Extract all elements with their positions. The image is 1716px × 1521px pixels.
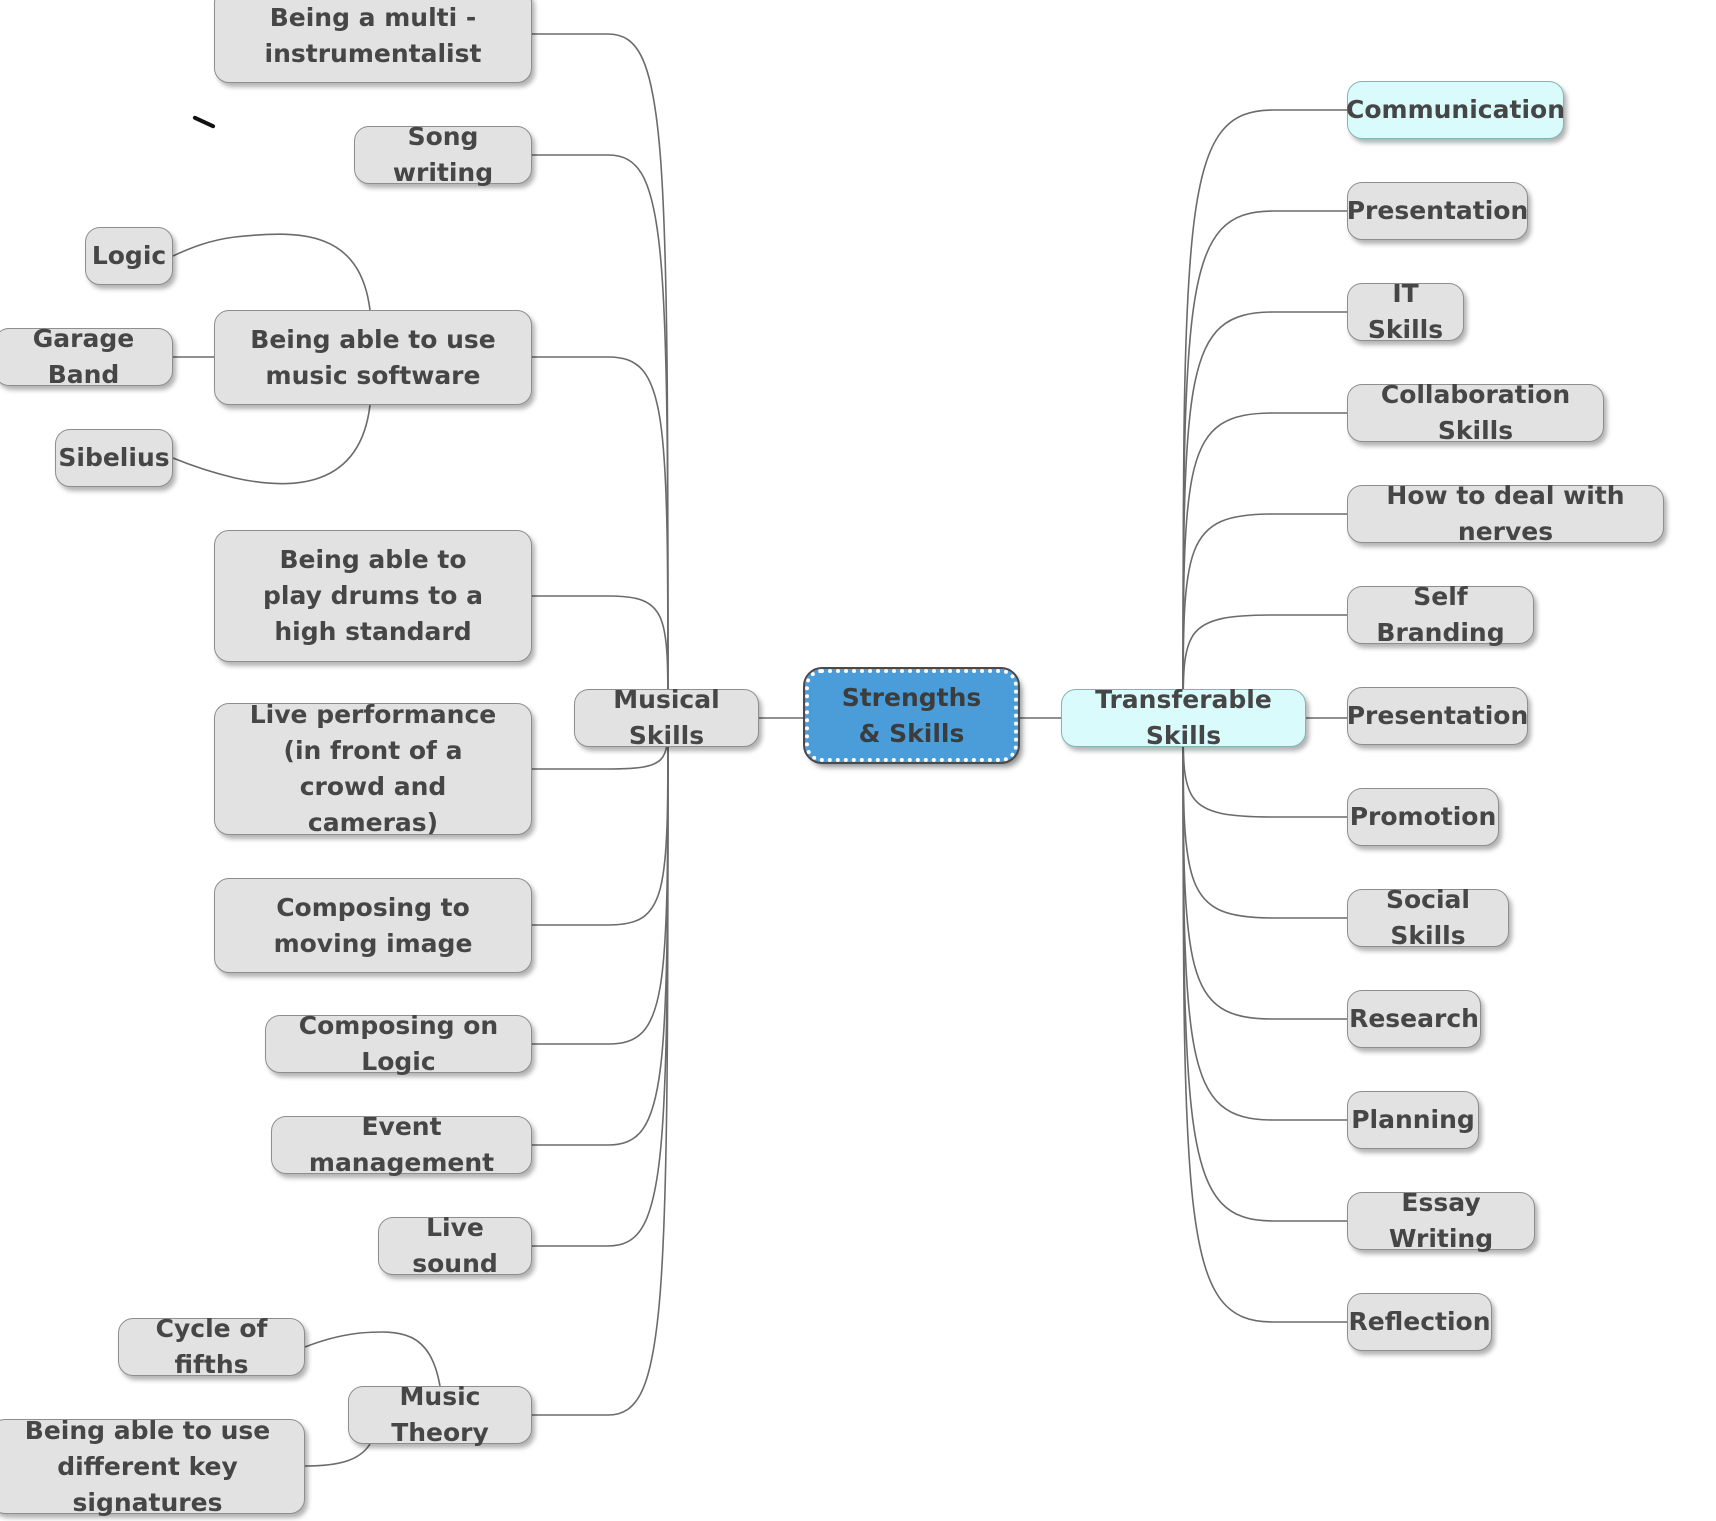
node-presentation-2[interactable]: Presentation <box>1347 687 1528 745</box>
edge-t2 <box>1182 311 1347 719</box>
node-song-writing[interactable]: Song writing <box>354 122 532 187</box>
node-communication[interactable]: Communication <box>1346 81 1565 139</box>
node-composing-on-logic[interactable]: Composing on Logic <box>265 1011 532 1076</box>
node-live-performance[interactable]: Live performance (in front of a crowd an… <box>214 700 532 837</box>
node-research[interactable]: Research <box>1347 990 1481 1048</box>
node-composing-moving-image[interactable]: Composing to moving image <box>214 878 532 973</box>
central-topic[interactable]: Strengths & Skills <box>803 667 1020 764</box>
node-multi-instrumentalist[interactable]: Being a multi - instrumentalist <box>214 0 532 83</box>
node-social-skills[interactable]: Social Skills <box>1347 885 1509 950</box>
node-deal-with-nerves[interactable]: How to deal with nerves <box>1347 481 1664 546</box>
node-it-skills[interactable]: IT Skills <box>1347 279 1464 344</box>
edge-live <box>532 717 669 770</box>
node-self-branding[interactable]: Self Branding <box>1347 582 1534 647</box>
edge-event <box>532 717 669 1146</box>
node-garage-band[interactable]: Garage Band <box>0 324 173 389</box>
edge-t9 <box>1182 717 1347 1020</box>
edge-t5 <box>1182 614 1347 719</box>
branch-transferable-skills[interactable]: Transferable Skills <box>1061 685 1306 750</box>
node-drums[interactable]: Being able to play drums to a high stand… <box>214 530 532 662</box>
edge-logic <box>172 233 371 311</box>
node-presentation[interactable]: Presentation <box>1347 182 1528 240</box>
edge-t0 <box>1182 109 1347 719</box>
edge-t4 <box>1182 513 1347 719</box>
edge-t8 <box>1182 717 1347 919</box>
node-key-signatures[interactable]: Being able to use different key signatur… <box>0 1416 305 1517</box>
edge-keysig <box>304 1443 371 1467</box>
node-music-theory[interactable]: Music Theory <box>348 1382 532 1447</box>
edge-t10 <box>1182 717 1347 1121</box>
edge-software <box>532 356 669 719</box>
node-collaboration-skills[interactable]: Collaboration Skills <box>1347 380 1604 445</box>
edge-t12 <box>1182 717 1347 1323</box>
edge-fifths <box>304 1331 441 1387</box>
node-promotion[interactable]: Promotion <box>1347 788 1499 846</box>
node-logic[interactable]: Logic <box>85 227 173 285</box>
edge-theory <box>532 717 669 1416</box>
node-planning[interactable]: Planning <box>1347 1091 1479 1149</box>
node-event-management[interactable]: Event management <box>271 1112 532 1177</box>
branch-musical-skills[interactable]: Musical Skills <box>574 685 759 750</box>
edge-t3 <box>1182 412 1347 719</box>
node-live-sound[interactable]: Live sound <box>378 1213 532 1278</box>
edge-t11 <box>1182 717 1347 1222</box>
node-cycle-of-fifths[interactable]: Cycle of fifths <box>118 1314 305 1379</box>
node-sibelius[interactable]: Sibelius <box>55 429 173 487</box>
edge-drums <box>532 595 669 719</box>
edge-t1 <box>1182 210 1347 719</box>
node-reflection[interactable]: Reflection <box>1347 1293 1492 1351</box>
node-essay-writing[interactable]: Essay Writing <box>1347 1188 1535 1253</box>
connector-lines <box>172 33 1347 1467</box>
edge-livesound <box>532 717 669 1247</box>
edge-t7 <box>1182 717 1347 818</box>
edge-sibelius <box>172 404 371 485</box>
edge-song <box>532 154 669 719</box>
node-music-software[interactable]: Being able to use music software <box>214 310 532 405</box>
mind-map-canvas: Strengths & Skills Musical Skills Being … <box>0 0 1664 1517</box>
